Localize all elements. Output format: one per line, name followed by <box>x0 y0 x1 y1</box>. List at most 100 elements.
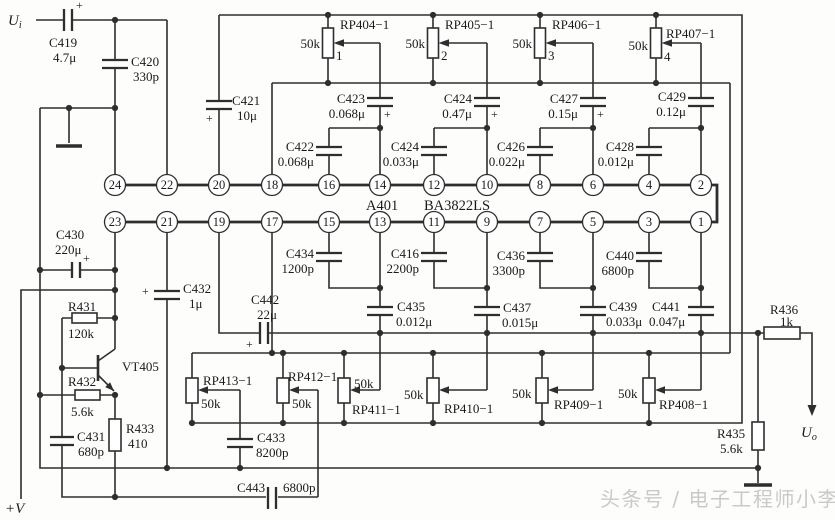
wire-summing-line <box>218 232 758 334</box>
capacitor-c432: + C432 1μ <box>142 281 211 311</box>
c430-ref: C430 <box>56 227 84 242</box>
pin-23: 23 <box>109 215 122 229</box>
c429-value: 0.12μ <box>656 104 686 119</box>
capacitor-c435: C435 0.012μ <box>367 299 432 329</box>
pin-24: 24 <box>109 178 122 192</box>
r435-ref: R435 <box>717 426 745 441</box>
rp411-value: 50k <box>354 376 374 391</box>
pin-11: 11 <box>428 215 440 229</box>
capacitor-c423: + C423 0.068μ <box>329 91 393 121</box>
input-terminal: Ui <box>8 13 22 31</box>
c422-ref: C422 <box>286 139 314 154</box>
rp406-tap: 3 <box>548 48 555 63</box>
c419-polarity: + <box>76 0 83 12</box>
rp413-wiper-arrow <box>198 386 208 394</box>
rp410-wiper-arrow <box>439 386 449 394</box>
pin-10: 10 <box>481 178 494 192</box>
output-arrow-icon <box>807 405 817 416</box>
wire-input <box>36 19 168 175</box>
resistor-r435: R435 5.6k <box>717 421 765 456</box>
c433-ref: C433 <box>257 430 285 445</box>
rp407-value: 50k <box>629 38 649 53</box>
capacitor-c436: C436 3300p <box>493 248 553 278</box>
c442-ref: C442 <box>251 292 279 307</box>
c424a-polarity: + <box>491 107 498 121</box>
pin-8: 8 <box>537 178 543 192</box>
rp411-ref: RP411−1 <box>352 402 401 417</box>
capacitor-c434: C434 1200p <box>282 246 342 276</box>
rp412-wiper-arrow <box>289 386 299 394</box>
capacitor-c421: + C421 10μ <box>206 93 260 125</box>
capacitor-c426: C426 0.022μ <box>489 139 553 169</box>
capacitor-c427: + C427 0.15μ <box>548 91 606 121</box>
capacitor-c441: C441 0.047μ <box>649 299 714 329</box>
rp406-wiper-arrow <box>545 39 556 47</box>
c428-ref: C428 <box>606 139 634 154</box>
wire-pot-top-stubs <box>327 15 657 83</box>
wire-ground-branch-top <box>40 107 115 143</box>
c423-value: 0.068μ <box>329 106 365 121</box>
c429-ref: C429 <box>658 89 686 104</box>
c434-value: 1200p <box>282 261 315 276</box>
pin-9: 9 <box>484 215 490 229</box>
c432-ref: C432 <box>183 281 211 296</box>
c435-ref: C435 <box>397 299 425 314</box>
rp404-wiper-arrow <box>333 39 344 47</box>
input-label-sub: i <box>19 20 22 31</box>
capacitor-c430: + C430 220μ <box>55 227 90 278</box>
rp405-tap: 2 <box>441 48 448 63</box>
r436-ref: R436 <box>770 302 799 317</box>
c435-value: 0.012μ <box>396 314 432 329</box>
pot-rp405: RP405−1 50k 2 <box>406 17 495 63</box>
c424b-value: 0.033μ <box>383 154 419 169</box>
resistor-r432: R432 5.6k <box>68 374 101 419</box>
rp410-ref: RP410−1 <box>444 401 493 416</box>
c431-ref: C431 <box>77 429 105 444</box>
c431-value: 680p <box>78 444 104 459</box>
capacitor-c422: C422 0.068μ <box>278 139 342 169</box>
r432-ref: R432 <box>68 374 96 389</box>
rp413-value: 50k <box>201 396 221 411</box>
capacitor-c431: C431 680p <box>50 429 105 459</box>
pot-rp407: RP407−1 50k 4 <box>629 26 716 64</box>
r435-value: 5.6k <box>720 441 743 456</box>
output-terminal: Uo <box>801 405 817 443</box>
pin-22: 22 <box>161 178 174 192</box>
pin-20: 20 <box>213 178 226 192</box>
c442-value: 22μ <box>257 307 277 322</box>
pin-2: 2 <box>698 178 704 192</box>
output-label-main: U <box>801 425 813 441</box>
wire-small-cap-columns <box>328 128 650 175</box>
c428-value: 0.012μ <box>598 154 634 169</box>
rp407-wiper-arrow <box>661 39 672 47</box>
watermark: 头条号 / 电子工程师小李 <box>600 487 835 511</box>
rp404-ref: RP404−1 <box>340 17 389 32</box>
capacitor-c424a: + C424 0.47μ <box>442 91 500 121</box>
rp406-ref: RP406−1 <box>552 17 601 32</box>
input-label: Ui <box>8 13 22 31</box>
vt405-emitter-arrow <box>105 382 114 391</box>
rp407-tap: 4 <box>664 49 671 64</box>
pin-21: 21 <box>161 215 174 229</box>
input-label-main: U <box>8 13 20 29</box>
c422-value: 0.068μ <box>278 154 314 169</box>
c443-value: 6800p <box>283 480 316 495</box>
transistor-vt405: VT405 <box>96 348 159 392</box>
c421-ref: C421 <box>232 93 260 108</box>
vt405-ref: VT405 <box>122 359 159 374</box>
supply-terminal: +V <box>5 501 26 517</box>
wire-outer-frame <box>192 14 743 424</box>
c423-polarity: + <box>384 107 391 121</box>
c437-value: 0.015μ <box>502 315 538 330</box>
c427-value: 0.15μ <box>548 106 578 121</box>
c439-value: 0.033μ <box>606 314 642 329</box>
pin-16: 16 <box>323 178 336 192</box>
wire-r436-output <box>758 332 813 410</box>
pin-17: 17 <box>266 215 279 229</box>
pot-rp406: RP406−1 50k 3 <box>513 17 602 63</box>
pot-rp404: RP404−1 50k 1 <box>301 17 390 63</box>
rp406-value: 50k <box>513 36 533 51</box>
r433-ref: R433 <box>126 421 154 436</box>
c439-ref: C439 <box>609 299 637 314</box>
